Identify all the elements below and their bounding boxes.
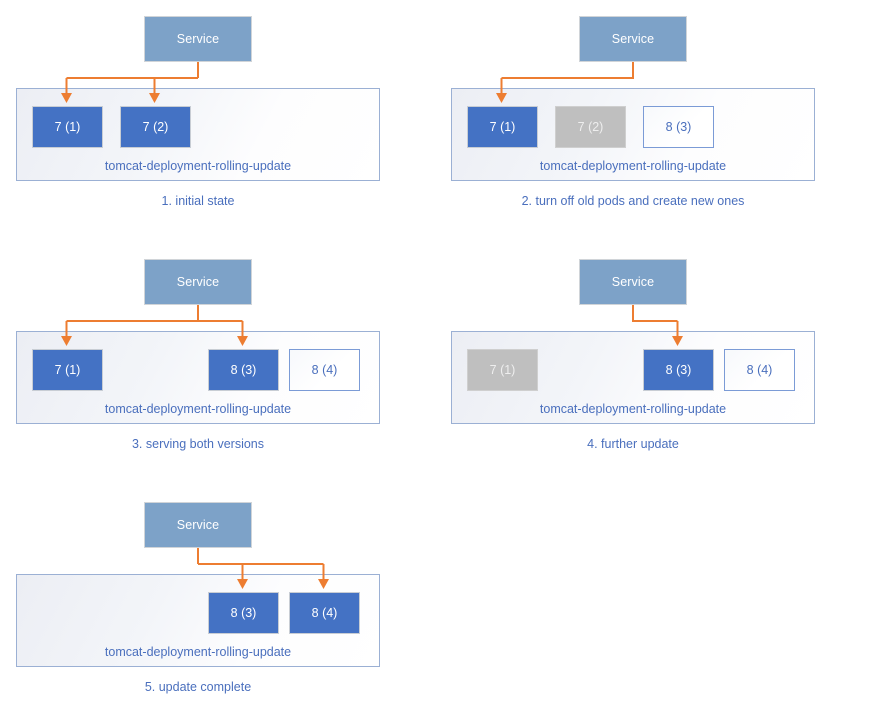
deployment-name: tomcat-deployment-rolling-update [539, 402, 727, 416]
deployment-name: tomcat-deployment-rolling-update [104, 402, 292, 416]
deployment-name: tomcat-deployment-rolling-update [539, 159, 727, 173]
pod-terminating[interactable]: 7 (1) [467, 349, 538, 391]
deployment-name: tomcat-deployment-rolling-update [104, 645, 292, 659]
pod-label: 7 (1) [54, 120, 81, 134]
pod-active[interactable]: 7 (1) [32, 106, 103, 148]
pod-terminating[interactable]: 7 (2) [555, 106, 626, 148]
service-box[interactable]: Service [144, 16, 252, 62]
pod-label: 7 (2) [577, 120, 604, 134]
panel-4: Service 7 (1) 8 (3) 8 (4) tomcat-deployment-… [435, 243, 870, 476]
pod-active[interactable]: 7 (1) [32, 349, 103, 391]
pod-label: 8 (3) [665, 120, 692, 134]
panel-caption: 2. turn off old pods and create new ones [521, 194, 745, 208]
pod-active[interactable]: 7 (2) [120, 106, 191, 148]
pod-active[interactable]: 8 (4) [289, 592, 360, 634]
panel-1: Service 7 (1) 7 (2) tomcat-deployment-rolli… [0, 0, 435, 233]
pod-label: 8 (4) [311, 363, 338, 377]
pod-label: 8 (4) [311, 606, 338, 620]
service-label: Service [176, 518, 220, 532]
pod-active[interactable]: 8 (3) [208, 349, 279, 391]
panel-caption: 4. further update [587, 437, 679, 451]
pod-active[interactable]: 8 (3) [643, 349, 714, 391]
panel-2: Service 7 (1) 7 (2) 8 (3) tomcat-deployment-… [435, 0, 870, 233]
pod-label: 7 (2) [142, 120, 169, 134]
service-label: Service [176, 275, 220, 289]
pod-label: 7 (1) [489, 363, 516, 377]
pod-label: 8 (3) [230, 606, 257, 620]
service-label: Service [176, 32, 220, 46]
panel-caption: 5. update complete [144, 680, 252, 694]
service-box[interactable]: Service [144, 502, 252, 548]
deployment-container: 7 (1) 7 (2) tomcat-deployment-rolling-upda… [16, 88, 380, 181]
service-label: Service [611, 32, 655, 46]
deployment-container: 7 (1) 8 (3) 8 (4) tomcat-deployment-rolling… [16, 331, 380, 424]
panel-5: Service 8 (3) 8 (4) tomcat-deployment-rolli… [0, 486, 435, 719]
panel-caption: 3. serving both versions [131, 437, 264, 451]
deployment-name: tomcat-deployment-rolling-update [104, 159, 292, 173]
pod-label: 8 (3) [665, 363, 692, 377]
panel-caption: 1. initial state [161, 194, 235, 208]
deployment-container: 7 (1) 7 (2) 8 (3) tomcat-deployment-rolling… [451, 88, 815, 181]
deployment-container: 8 (3) 8 (4) tomcat-deployment-rolling-upda… [16, 574, 380, 667]
service-label: Service [611, 275, 655, 289]
service-box[interactable]: Service [579, 259, 687, 305]
panel-3: Service 7 (1) 8 (3) 8 (4) tomcat-deployment-… [0, 243, 435, 476]
pod-pending[interactable]: 8 (4) [289, 349, 360, 391]
service-box[interactable]: Service [144, 259, 252, 305]
pod-pending[interactable]: 8 (4) [724, 349, 795, 391]
service-box[interactable]: Service [579, 16, 687, 62]
pod-label: 7 (1) [54, 363, 81, 377]
pod-active[interactable]: 7 (1) [467, 106, 538, 148]
pod-label: 8 (3) [230, 363, 257, 377]
pod-label: 7 (1) [489, 120, 516, 134]
pod-pending[interactable]: 8 (3) [643, 106, 714, 148]
deployment-container: 7 (1) 8 (3) 8 (4) tomcat-deployment-rolling… [451, 331, 815, 424]
pod-label: 8 (4) [746, 363, 773, 377]
pod-active[interactable]: 8 (3) [208, 592, 279, 634]
